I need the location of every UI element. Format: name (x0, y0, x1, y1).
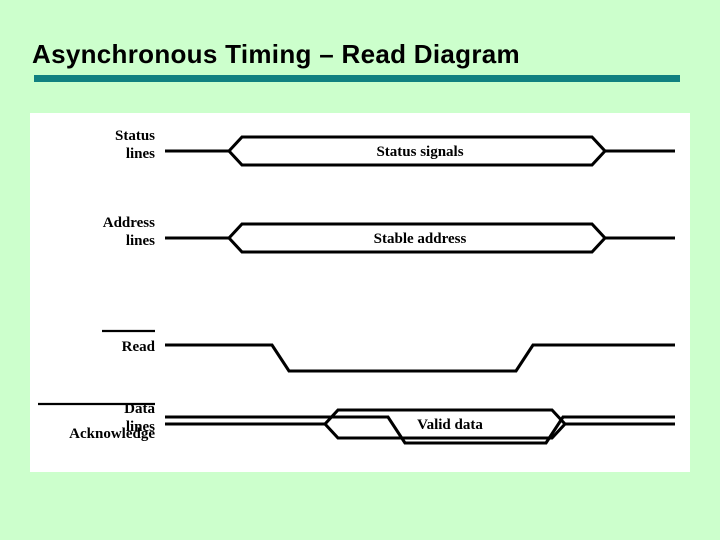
waveform-acknowledge (165, 415, 675, 445)
signal-label-read: Read (122, 339, 156, 355)
waveform-value-valid-data: Valid data (417, 417, 483, 433)
title-underline-rule (34, 75, 680, 82)
page-title: Asynchronous Timing – Read Diagram (32, 39, 520, 69)
waveform-data-lines-upper (165, 408, 675, 426)
waveform-status-lines-upper (165, 135, 675, 153)
waveform-address-lines-lower (227, 236, 607, 254)
waveform-value-stable-address: Stable address (374, 231, 467, 247)
title-block: Asynchronous Timing – Read Diagram (32, 38, 682, 82)
signal-row-acknowledge: Acknowledge (38, 402, 675, 445)
signal-label-address-lines-line1: Address (103, 215, 155, 231)
timing-diagram-panel: Status lines Status signals Address line… (30, 113, 690, 472)
signal-label-acknowledge: Acknowledge (69, 426, 155, 442)
waveform-status-lines-lower (227, 149, 607, 167)
signal-label-data-lines-line2: lines (126, 419, 155, 435)
timing-diagram-svg: Status lines Status signals Address line… (38, 128, 675, 445)
waveform-read (165, 343, 675, 373)
waveform-data-lines-lower (323, 422, 567, 440)
signal-row-read: Read (102, 329, 675, 373)
waveform-value-status-signals: Status signals (376, 144, 463, 160)
waveform-address-lines-upper (165, 222, 675, 240)
signal-label-status-lines-line2: lines (126, 146, 155, 162)
signal-row-status-lines: Status lines Status signals (115, 128, 675, 167)
signal-row-address-lines: Address lines Stable address (103, 215, 675, 254)
signal-label-address-lines-line2: lines (126, 233, 155, 249)
signal-label-status-lines-line1: Status (115, 128, 155, 144)
